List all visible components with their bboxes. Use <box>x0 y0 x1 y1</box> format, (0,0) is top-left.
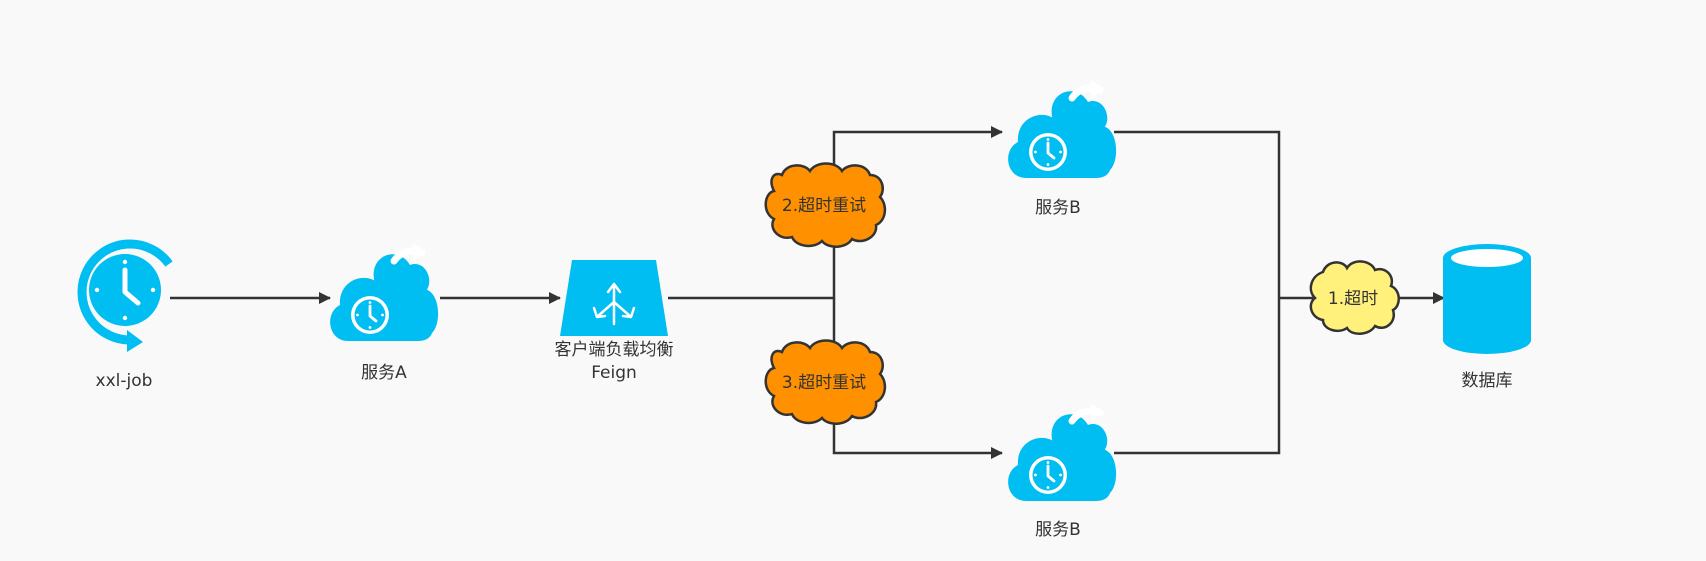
scheduled-job-icon <box>77 239 173 352</box>
retry-3-callout: 3.超时重试 <box>764 339 887 426</box>
retry-3-label: 3.超时重试 <box>782 373 866 393</box>
feign-label-line2: Feign <box>591 363 637 383</box>
edge-service-b-top-to-db <box>1114 130 1281 298</box>
service-b-bottom-label: 服务B <box>1035 520 1081 540</box>
retry-2-label: 2.超时重试 <box>782 196 866 216</box>
xxl-job-label: xxl-job <box>96 371 153 391</box>
cloud-service-icon <box>1008 403 1116 501</box>
service-b-top-label: 服务B <box>1035 198 1081 218</box>
retry-2-callout: 2.超时重试 <box>764 162 887 249</box>
database-label: 数据库 <box>1462 371 1513 391</box>
feign-label-line1: 客户端负载均衡 <box>555 340 674 360</box>
cloud-service-icon <box>1008 80 1116 178</box>
load-balancer-icon <box>560 260 668 336</box>
database-icon <box>1443 244 1531 354</box>
edge-service-b-bottom-to-db <box>1114 298 1281 455</box>
timeout-callout: 1.超时 <box>1309 260 1401 336</box>
timeout-label: 1.超时 <box>1328 289 1378 309</box>
cloud-service-icon <box>330 243 438 341</box>
service-a-label: 服务A <box>361 363 407 383</box>
